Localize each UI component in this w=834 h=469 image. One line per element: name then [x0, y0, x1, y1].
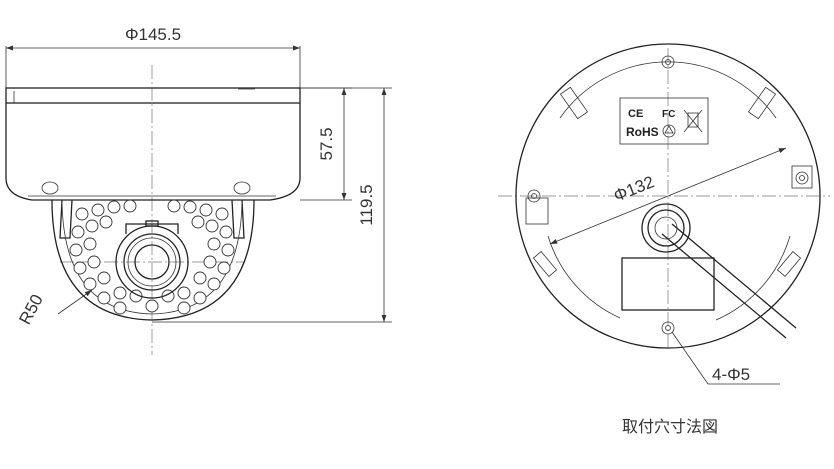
led	[91, 203, 105, 217]
height-upper-label: 57.5	[317, 127, 336, 160]
mounting-hole-bottom	[661, 321, 675, 335]
lens-hood	[125, 223, 179, 234]
mounting-caption: 取付穴寸法図	[622, 417, 718, 436]
led	[193, 291, 207, 305]
base-inner-ring-left	[547, 235, 621, 319]
led	[177, 301, 191, 315]
led	[215, 207, 229, 221]
lens-ring	[123, 233, 181, 291]
led	[113, 286, 127, 300]
mounting-hole-bottom-center	[665, 325, 671, 331]
led	[71, 225, 85, 239]
led	[177, 286, 191, 300]
led	[205, 219, 219, 233]
base-inner-ring-right	[715, 235, 791, 321]
mounting-hole-left	[527, 189, 541, 203]
housing-screw-right	[233, 181, 251, 195]
housing-screw-left	[41, 181, 59, 195]
led	[113, 301, 127, 315]
camera-lens	[115, 220, 189, 299]
led	[221, 243, 235, 257]
led	[83, 277, 97, 291]
certification-label-box	[619, 97, 709, 145]
dome	[51, 199, 255, 321]
led	[183, 200, 197, 214]
led	[97, 291, 111, 305]
lens-outer	[115, 225, 189, 299]
width-label: Φ145.5	[125, 25, 181, 44]
mounting-hole-top	[661, 55, 675, 69]
base-housing	[5, 103, 301, 201]
dome-inner	[61, 201, 243, 315]
clip-notch	[776, 251, 802, 277]
led	[99, 215, 113, 229]
hole-leader	[671, 331, 709, 385]
ir-led-array	[69, 199, 235, 315]
led	[193, 271, 207, 285]
led	[207, 237, 221, 251]
led	[87, 255, 101, 269]
fc-mark: FC	[662, 109, 675, 120]
base-inner-ring-top	[559, 61, 777, 119]
ce-mark: CE	[628, 108, 643, 120]
led	[85, 219, 99, 233]
led	[219, 225, 233, 239]
led	[207, 277, 221, 291]
cable-edge-top	[661, 233, 787, 339]
radius-leader	[57, 289, 93, 315]
gland-nut	[647, 209, 685, 247]
inner-diameter-dimension	[549, 147, 787, 245]
base-outer-circle	[515, 43, 821, 349]
mounting-hole-top-center	[665, 59, 671, 65]
bracket-right	[231, 199, 245, 239]
hole-label: 4-Φ5	[712, 365, 750, 384]
bottom-view: CE FC RoHS Φ132 4-Φ5 取付穴寸法図	[498, 43, 830, 436]
led	[217, 261, 231, 275]
led	[107, 200, 121, 214]
side-view: Φ145.5	[5, 25, 392, 355]
radius-label: R50	[15, 291, 46, 327]
clip-notch	[532, 251, 558, 277]
mounting-hole-right-center	[799, 175, 805, 181]
clip-notch	[791, 165, 813, 189]
led	[167, 199, 181, 213]
mounting-hole-left-center	[531, 193, 537, 199]
rohs-mark: RoHS	[626, 125, 659, 139]
led	[83, 237, 97, 251]
mounting-hole-right	[795, 171, 809, 185]
cable-edge-bottom	[671, 223, 797, 329]
gland-outer	[641, 203, 691, 253]
led	[97, 271, 111, 285]
gland-core	[654, 216, 678, 240]
lens-glass	[134, 244, 170, 280]
cable-gland	[641, 203, 691, 253]
circle-label: Φ132	[611, 172, 657, 205]
led	[145, 299, 159, 313]
led	[123, 199, 137, 213]
lens-inner-ring	[127, 237, 177, 287]
base-top-band	[5, 87, 301, 104]
led	[191, 215, 205, 229]
clip-notch	[747, 86, 777, 120]
recycle-icon	[662, 124, 676, 138]
bracket-left	[59, 199, 73, 239]
clip-notch	[525, 197, 549, 225]
led	[75, 207, 89, 221]
weee-bin-icon	[683, 109, 703, 133]
led	[69, 243, 83, 257]
clip-notch	[559, 86, 589, 120]
height-total-label: 119.5	[357, 184, 376, 225]
led	[73, 261, 87, 275]
led	[203, 255, 217, 269]
cover-plate	[621, 257, 715, 311]
led	[199, 203, 213, 217]
